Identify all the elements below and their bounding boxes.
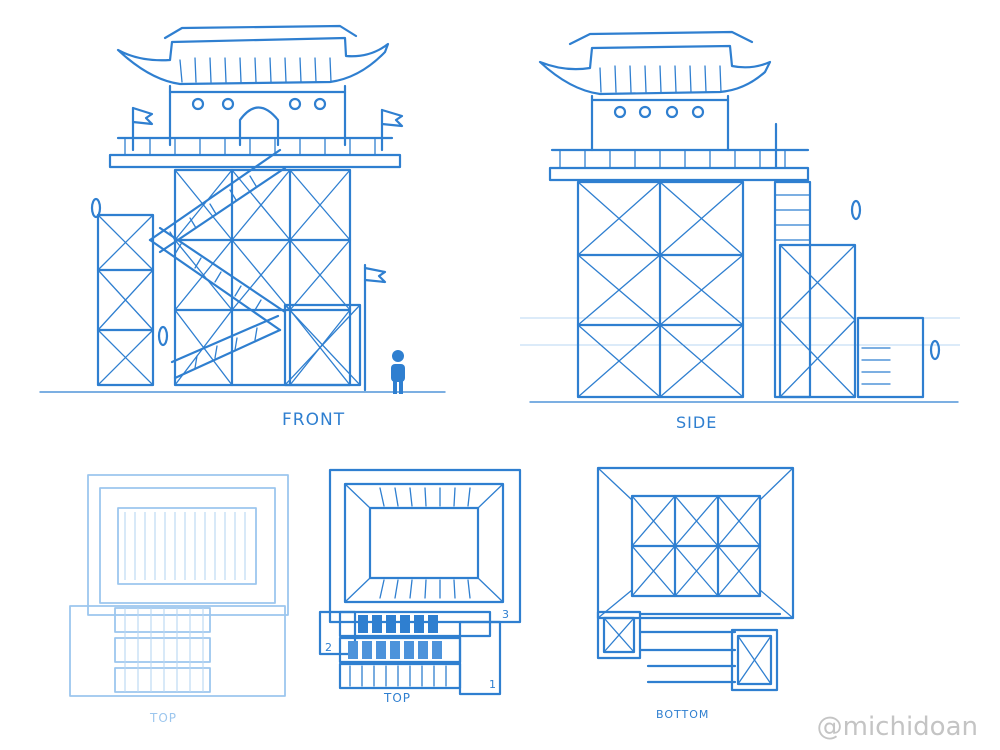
- side-label: SIDE: [676, 413, 717, 432]
- watermark: @michidoan: [816, 712, 978, 742]
- top-faint-label: TOP: [149, 711, 177, 725]
- top-plan: 3 2 1: [318, 468, 522, 696]
- plan-marker-1: 1: [489, 678, 497, 691]
- front-label: FRONT: [282, 410, 345, 430]
- plan-marker-3: 3: [502, 608, 510, 621]
- bottom-label: BOTTOM: [656, 708, 709, 721]
- top-label: TOP: [383, 691, 411, 705]
- side-view: [520, 30, 960, 403]
- top-plan-faint: [69, 474, 289, 697]
- plan-marker-2: 2: [325, 641, 333, 654]
- human-figure-icon: [391, 350, 405, 394]
- bottom-plan: [596, 466, 795, 692]
- front-view: [39, 24, 446, 394]
